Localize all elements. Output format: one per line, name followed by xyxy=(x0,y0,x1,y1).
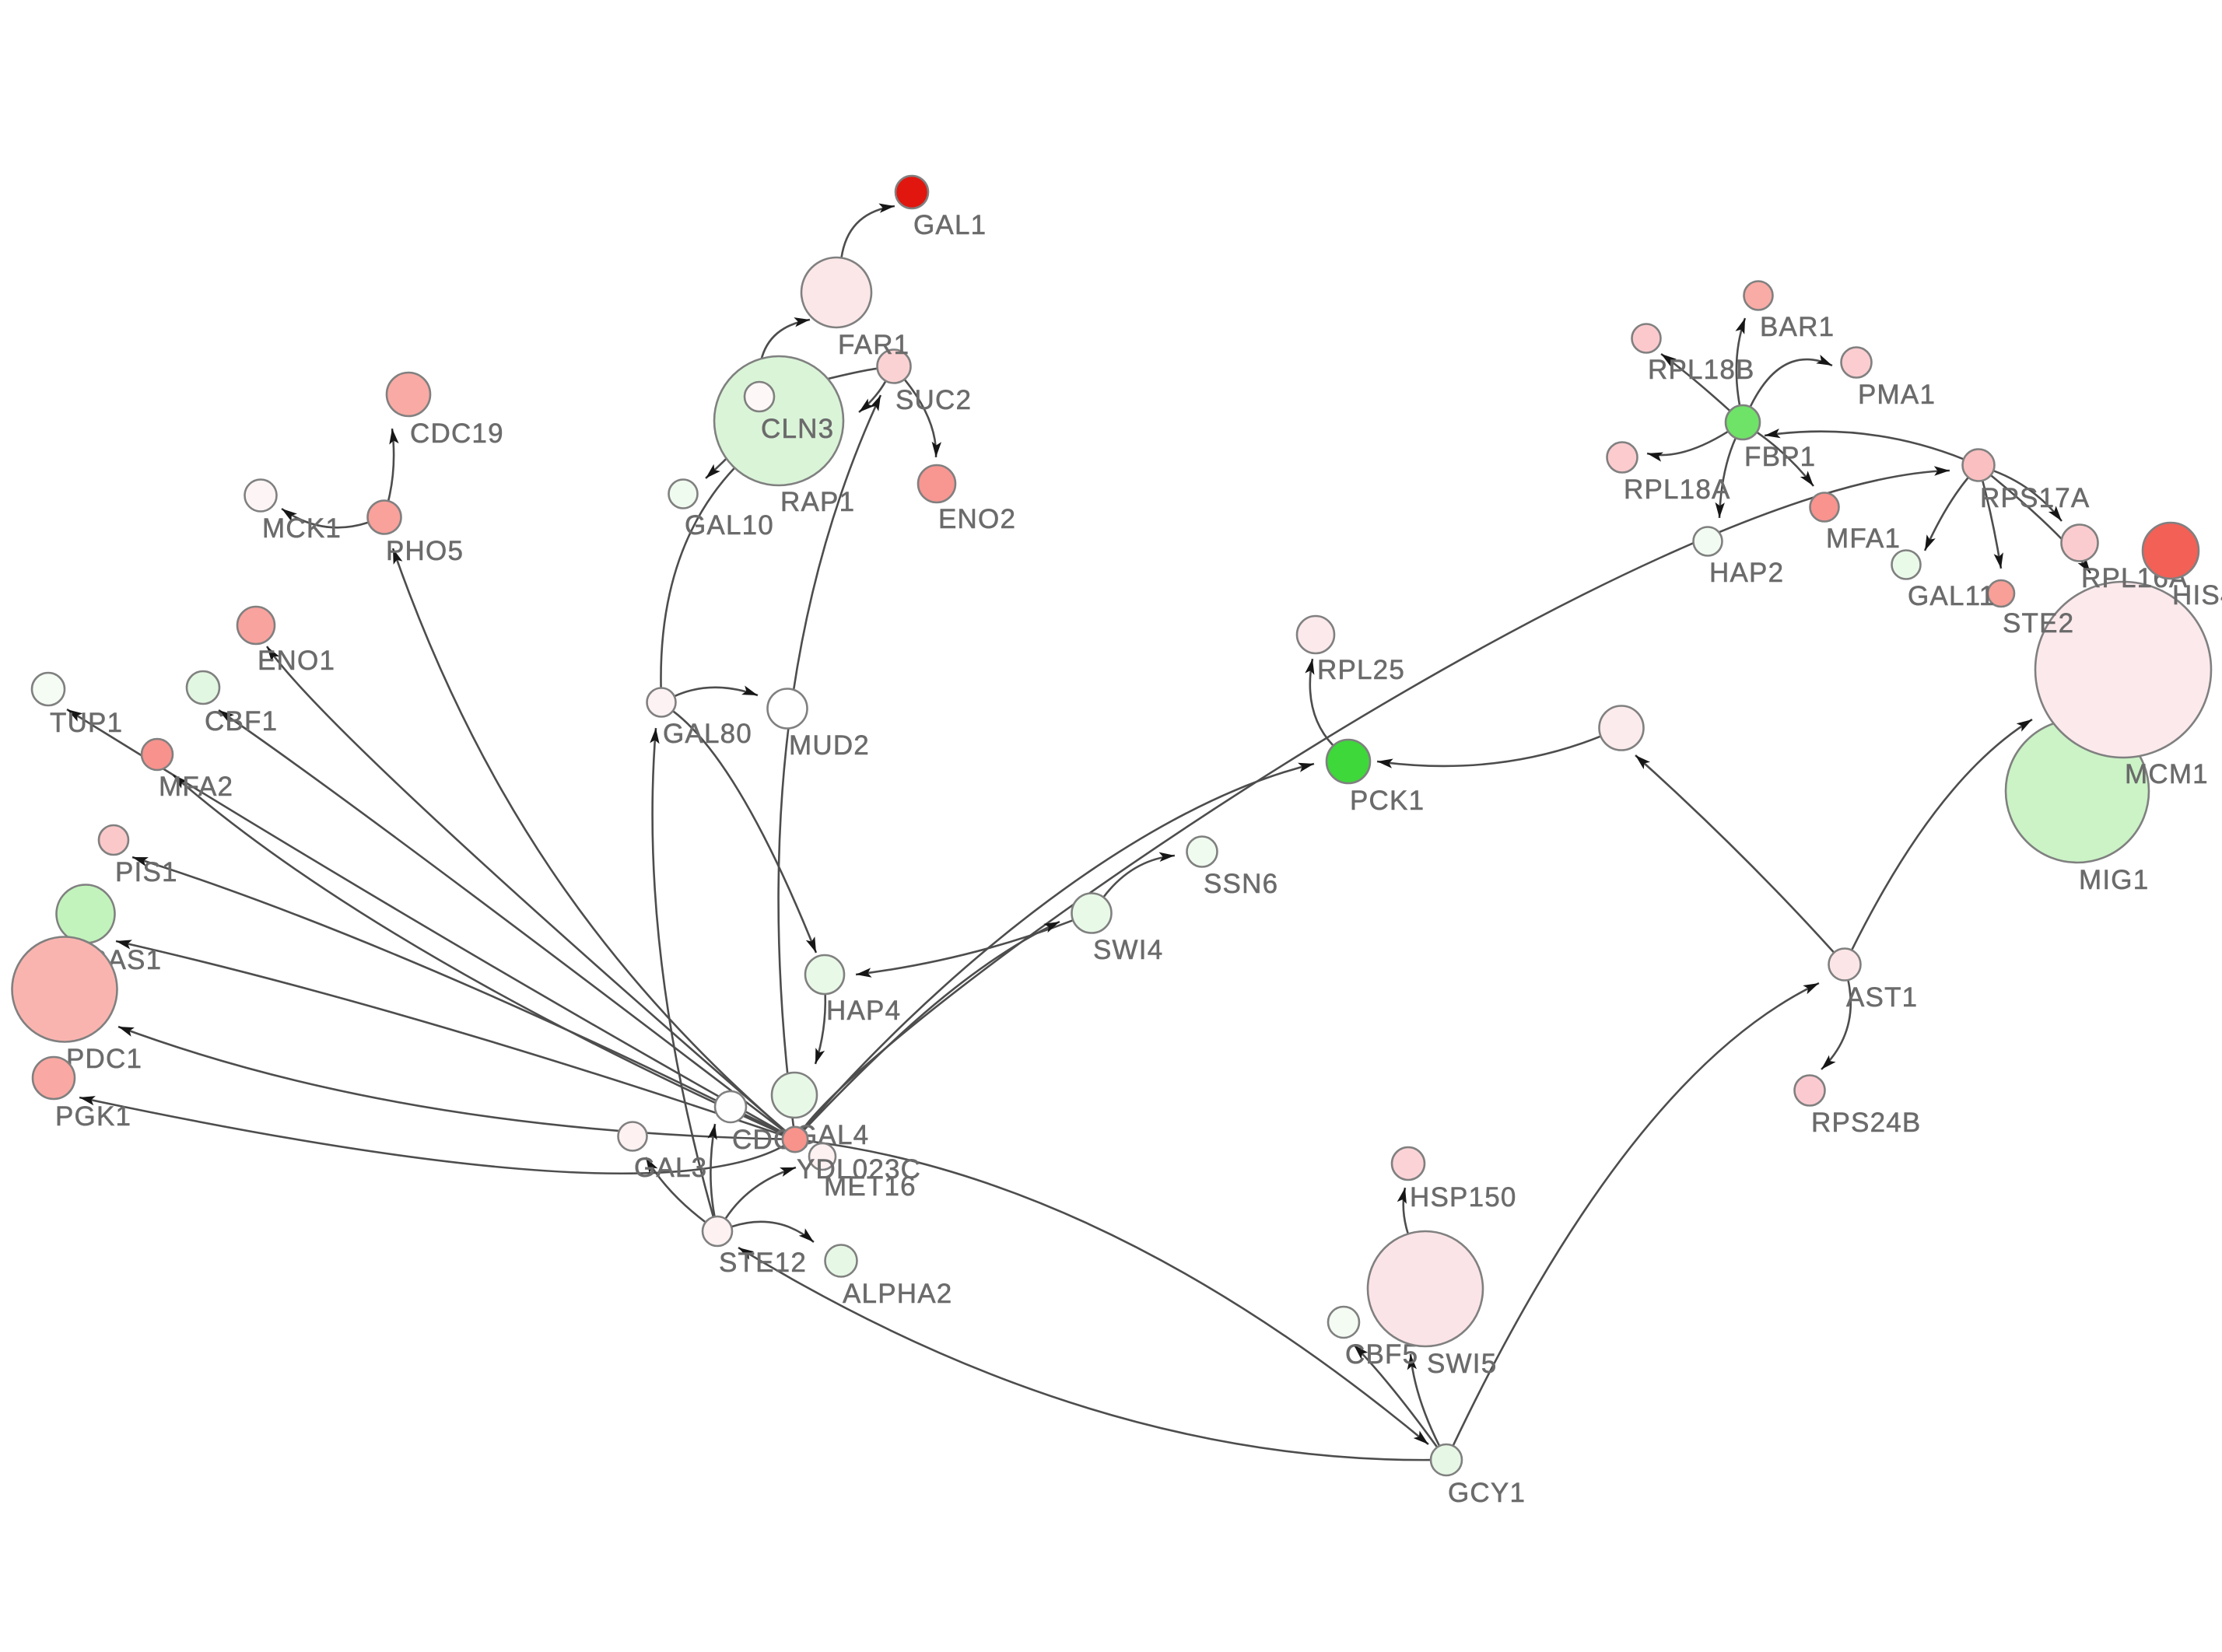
svg-text:RPL25: RPL25 xyxy=(1317,655,1405,685)
svg-text:MIG1: MIG1 xyxy=(2079,865,2149,895)
svg-text:GAL1: GAL1 xyxy=(913,210,987,240)
svg-text:PHO5: PHO5 xyxy=(386,536,464,566)
svg-text:MFA2: MFA2 xyxy=(159,772,233,802)
svg-text:GAL80: GAL80 xyxy=(663,719,752,749)
svg-text:RAP1: RAP1 xyxy=(780,487,855,517)
svg-text:CBF5: CBF5 xyxy=(1345,1339,1418,1370)
svg-text:PGK1: PGK1 xyxy=(55,1101,131,1132)
svg-text:HIS4: HIS4 xyxy=(2172,580,2222,611)
svg-text:SUC2: SUC2 xyxy=(895,385,972,415)
svg-text:CBF1: CBF1 xyxy=(205,706,278,737)
svg-text:CDC19: CDC19 xyxy=(410,418,504,449)
svg-text:PIS1: PIS1 xyxy=(115,857,178,887)
svg-text:CLN3: CLN3 xyxy=(761,414,834,444)
svg-text:RPS17A: RPS17A xyxy=(1980,483,2090,513)
svg-text:SSN6: SSN6 xyxy=(1204,869,1278,899)
svg-text:FAR1: FAR1 xyxy=(838,330,909,360)
svg-text:BAR1: BAR1 xyxy=(1760,312,1835,342)
svg-text:FBP1: FBP1 xyxy=(1744,442,1816,472)
svg-text:SWI4: SWI4 xyxy=(1093,935,1163,965)
svg-text:MFA1: MFA1 xyxy=(1826,523,1901,554)
svg-text:PMA1: PMA1 xyxy=(1858,380,1936,410)
svg-text:RPL18A: RPL18A xyxy=(1624,474,1731,505)
svg-text:HSP150: HSP150 xyxy=(1410,1182,1517,1213)
svg-text:HAP2: HAP2 xyxy=(1709,558,1784,588)
svg-text:RPS24B: RPS24B xyxy=(1811,1108,1921,1138)
svg-text:MUD2: MUD2 xyxy=(789,730,870,761)
svg-text:GAL10: GAL10 xyxy=(685,510,774,541)
svg-text:GAL3: GAL3 xyxy=(634,1153,707,1183)
svg-text:HAP4: HAP4 xyxy=(826,996,901,1026)
svg-text:STE12: STE12 xyxy=(719,1248,807,1278)
svg-text:ENO2: ENO2 xyxy=(938,504,1016,534)
svg-text:RPL18B: RPL18B xyxy=(1648,355,1755,385)
svg-text:MCK1: MCK1 xyxy=(262,513,342,544)
svg-text:PCK1: PCK1 xyxy=(1350,786,1425,816)
svg-text:ALPHA2: ALPHA2 xyxy=(843,1279,952,1309)
svg-text:SWI5: SWI5 xyxy=(1427,1349,1497,1379)
svg-text:GCY1: GCY1 xyxy=(1448,1478,1526,1508)
svg-text:GAL11: GAL11 xyxy=(1908,581,1995,611)
svg-text:MET16: MET16 xyxy=(824,1171,916,1202)
svg-text:PDC1: PDC1 xyxy=(66,1044,142,1074)
svg-text:YDL023C: YDL023C xyxy=(797,1154,921,1185)
svg-text:ENO1: ENO1 xyxy=(258,646,335,676)
svg-text:MCM1: MCM1 xyxy=(2125,759,2209,789)
svg-text:AST1: AST1 xyxy=(1846,982,1918,1013)
svg-text:STE2: STE2 xyxy=(2003,608,2074,639)
svg-text:TUP1: TUP1 xyxy=(50,708,123,738)
